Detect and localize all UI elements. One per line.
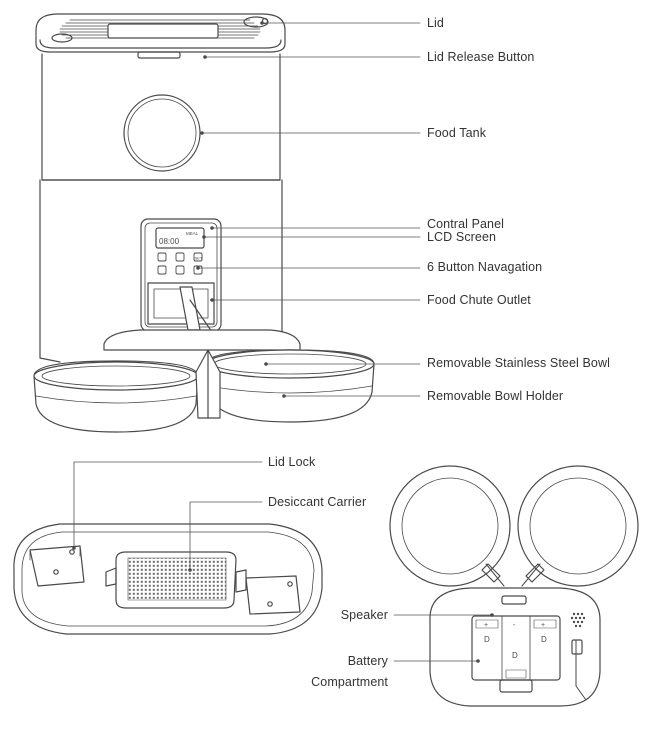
- label-button-navigation: 6 Button Navagation: [427, 260, 543, 274]
- battery-cell-3: D: [541, 635, 547, 644]
- label-speaker: Speaker: [340, 608, 388, 622]
- label-food-chute-outlet: Food Chute Outlet: [427, 293, 531, 307]
- tank-body-shape: [41, 53, 281, 181]
- battery-cell-2: D: [512, 651, 518, 660]
- leader-lines: [73, 22, 493, 662]
- label-compartment: Compartment: [311, 675, 388, 689]
- label-lid-release-button: Lid Release Button: [427, 50, 535, 64]
- battery-plus-3: +: [541, 622, 545, 629]
- lid-shape: [35, 13, 286, 53]
- lcd-meal-text: MEAL: [186, 231, 199, 236]
- label-lcd-screen: LCD Screen: [427, 230, 497, 244]
- label-lid: Lid: [427, 16, 444, 30]
- lid-underside-view: [13, 523, 323, 635]
- label-desiccant-carrier: Desiccant Carrier: [268, 495, 367, 509]
- right-bowl-shape: [205, 349, 375, 423]
- control-panel-shape: [140, 218, 222, 332]
- feeder-front-view: [33, 13, 375, 433]
- label-lid-lock: Lid Lock: [268, 455, 316, 469]
- speaker-grille: [570, 612, 586, 628]
- label-stainless-bowl: Removable Stainless Steel Bowl: [427, 356, 610, 370]
- food-tank-window: [123, 94, 201, 172]
- label-bowl-holder: Removable Bowl Holder: [427, 389, 564, 403]
- battery-cell-1: D: [484, 635, 490, 644]
- battery-minus-2: -: [513, 622, 516, 629]
- lid-release-button-shape: [137, 51, 181, 59]
- label-food-tank: Food Tank: [427, 126, 487, 140]
- left-bowl-shape: [33, 360, 199, 433]
- battery-plus-1: +: [484, 622, 488, 629]
- lcd-clock-text: 08:00: [159, 237, 180, 246]
- desiccant-grid: [127, 557, 227, 601]
- base-underside-view: [389, 465, 639, 707]
- label-battery: Battery: [347, 654, 388, 668]
- chute-outlet-shape: [147, 282, 215, 325]
- set-button-text: SET: [195, 256, 203, 261]
- label-control-panel: Contral Panel: [427, 217, 505, 231]
